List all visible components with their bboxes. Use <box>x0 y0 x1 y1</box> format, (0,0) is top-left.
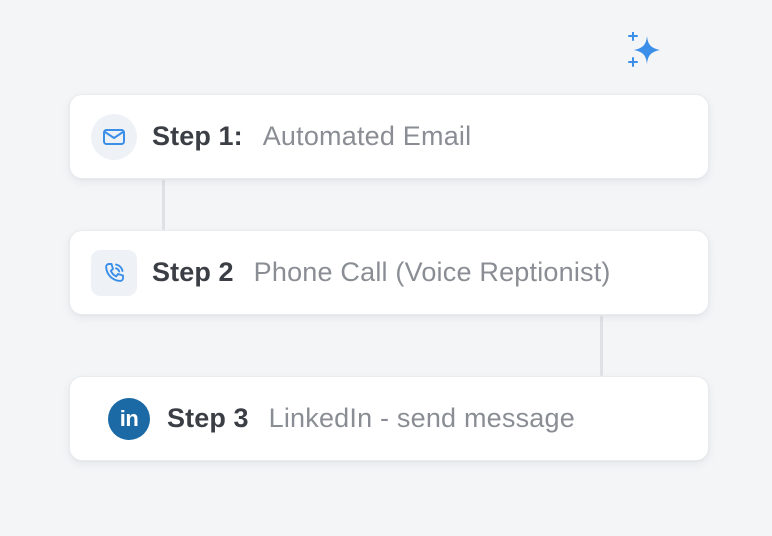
mail-icon-container <box>91 113 137 160</box>
phone-icon-container <box>91 249 137 296</box>
sparkle-icon <box>628 32 660 67</box>
connector-line-2 <box>600 316 603 376</box>
step-3-card[interactable]: in Step 3 LinkedIn - send message <box>69 376 709 461</box>
step-1-label: Step 1: <box>152 121 243 151</box>
linkedin-icon: in <box>108 397 150 440</box>
step-2-label: Step 2 <box>152 257 234 287</box>
step-2-card[interactable]: Step 2 Phone Call (Voice Reptionist) <box>69 230 709 315</box>
mail-icon <box>103 128 125 145</box>
step-1-description: Automated Email <box>262 121 472 151</box>
connector-line-1 <box>162 180 165 230</box>
step-3-description: LinkedIn - send message <box>268 403 575 433</box>
phone-call-icon <box>105 262 124 282</box>
step-2-description: Phone Call (Voice Reptionist) <box>253 257 611 287</box>
step-3-label: Step 3 <box>167 403 249 433</box>
step-1-card[interactable]: Step 1: Automated Email <box>69 94 709 179</box>
linkedin-icon-text: in <box>119 405 139 431</box>
